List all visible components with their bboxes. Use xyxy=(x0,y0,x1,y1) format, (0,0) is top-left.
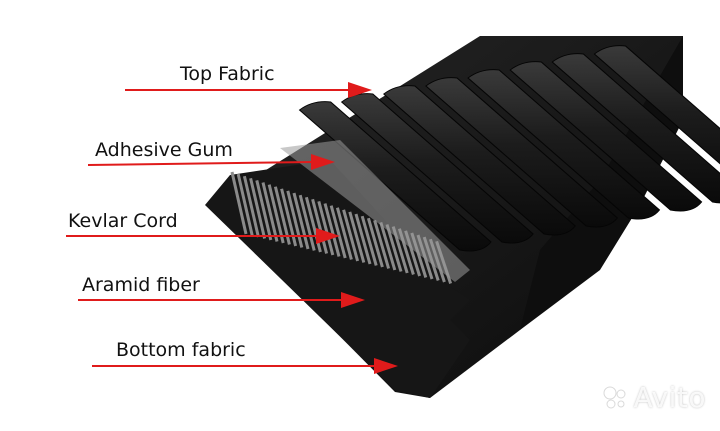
label-bottom-fabric: Bottom fabric xyxy=(116,339,246,361)
cord-strand xyxy=(342,209,360,262)
label-arrows xyxy=(66,82,398,374)
cord-strand xyxy=(354,213,372,265)
belt-tooth xyxy=(298,101,492,252)
cord-strand xyxy=(236,173,254,236)
cord-strand xyxy=(366,217,384,268)
cord-strand xyxy=(242,175,260,238)
cord-strand xyxy=(298,194,316,251)
watermark: Avito xyxy=(602,381,706,414)
cord-strand xyxy=(329,205,347,259)
cord-strand xyxy=(385,224,403,272)
cord-strand xyxy=(379,221,397,271)
cord-strand xyxy=(317,201,335,256)
arrow-aramid-fiber xyxy=(78,292,365,308)
cord-strand xyxy=(249,177,267,239)
cord-strand xyxy=(373,219,391,269)
belt-tooth xyxy=(425,77,619,228)
cord-strand xyxy=(292,192,310,250)
arrow-top-fabric xyxy=(125,82,372,98)
cord-strand xyxy=(255,180,273,241)
label-aramid-fiber: Aramid fiber xyxy=(82,274,200,296)
label-kevlar-cord: Kevlar Cord xyxy=(68,210,178,232)
arrow-adhesive-gum xyxy=(87,154,335,170)
cord-strand xyxy=(273,186,291,245)
cord-strand xyxy=(311,198,329,254)
belt-tooth xyxy=(467,69,661,220)
cord-strand xyxy=(323,203,341,257)
belt-tooth xyxy=(382,85,576,236)
belt-teeth xyxy=(298,45,720,252)
watermark-text: Avito xyxy=(633,381,706,414)
label-adhesive-gum: Adhesive Gum xyxy=(95,139,233,161)
arrow-kevlar-cord xyxy=(66,228,340,244)
kevlar-cord-layer xyxy=(230,140,470,284)
label-top-fabric: Top Fabric xyxy=(180,63,275,85)
belt-tooth xyxy=(593,45,720,196)
belt-tooth xyxy=(509,61,703,212)
cord-strand xyxy=(335,207,353,260)
arrow-bottom-fabric xyxy=(92,358,398,374)
avito-logo-icon xyxy=(603,386,626,408)
belt-tooth xyxy=(551,53,720,204)
cord-strand xyxy=(360,215,378,266)
adhesive-gum-band xyxy=(280,140,470,282)
cord-strand xyxy=(286,190,304,248)
cord-strand xyxy=(261,182,279,242)
cord-strand xyxy=(267,184,285,244)
cord-strand xyxy=(348,211,366,263)
cord-strand xyxy=(230,171,248,235)
